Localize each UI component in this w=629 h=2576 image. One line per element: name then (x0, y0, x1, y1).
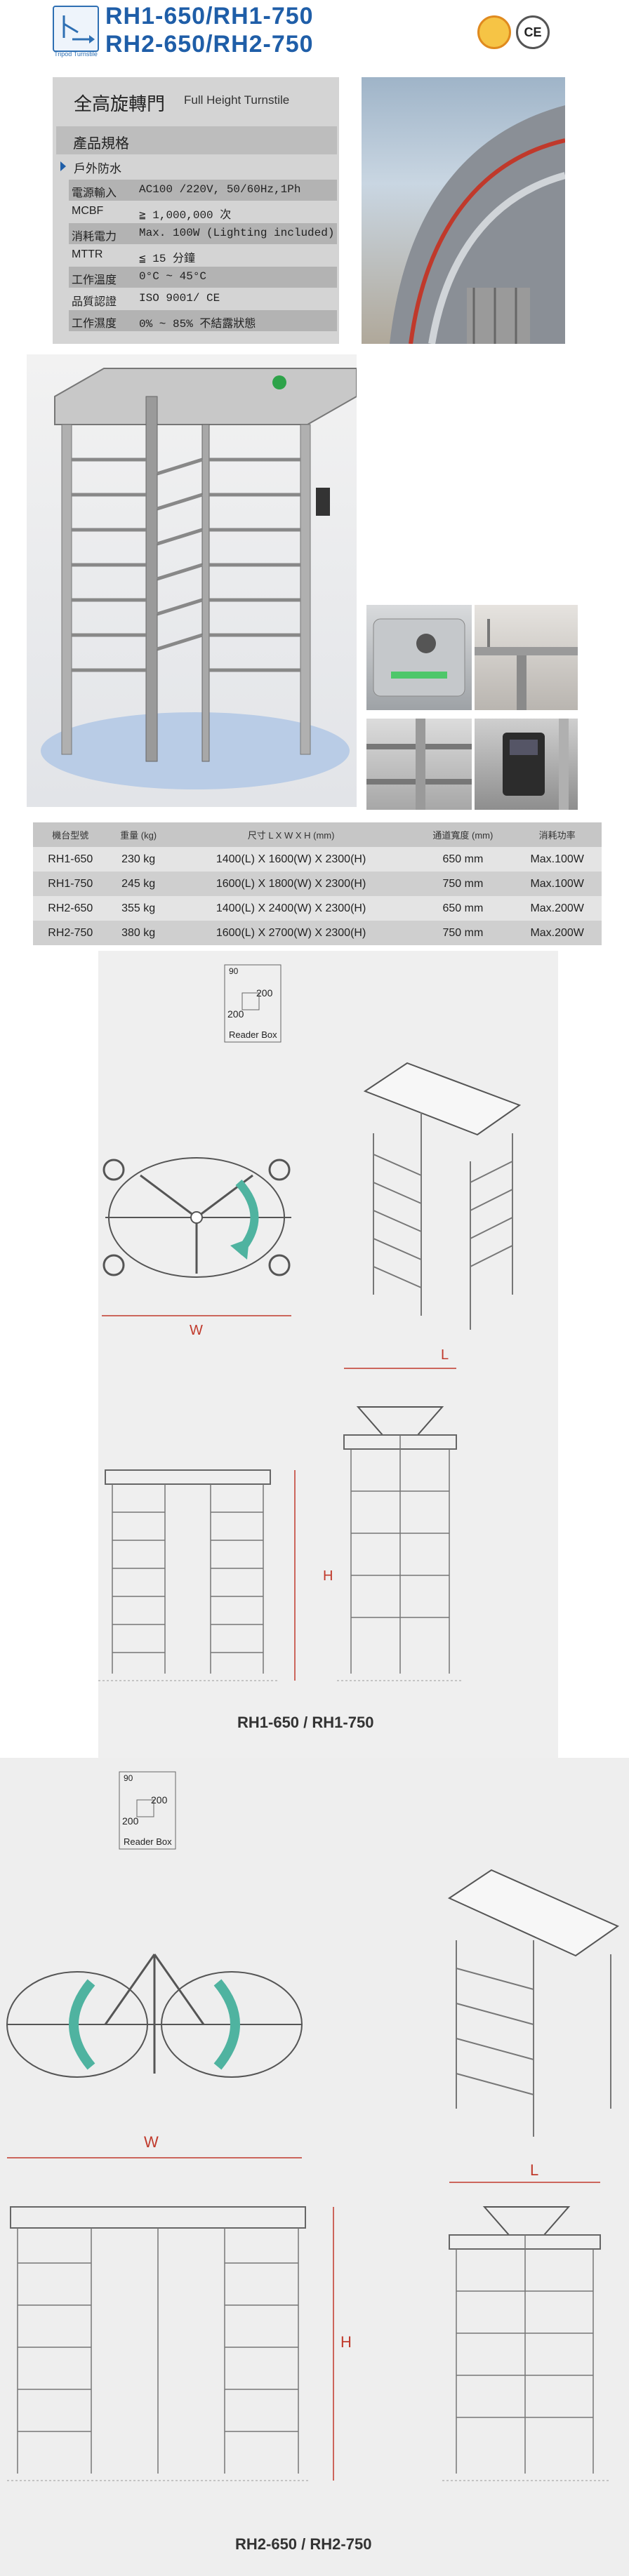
table-header: 通道寬度 (mm) (413, 822, 513, 847)
rh2-technical-drawing: 90 200 200 Reader Box W L H RH2-650 / RH… (0, 1758, 629, 2576)
product-title-zh: 全高旋轉門 (74, 93, 166, 114)
spec-panel (53, 77, 339, 344)
spec-key: MCBF (72, 205, 104, 217)
spec-heading-bar: 產品規格 (56, 126, 337, 154)
spec-row: 工作濕度 0% ~ 85% 不結露狀態 (69, 310, 337, 331)
logo-caption: Tripod Turnstile (54, 51, 98, 58)
spec-row: 品質認證 ISO 9001/ CE (69, 288, 337, 309)
table-cell: Max.100W (512, 847, 602, 872)
model-title-line-1: RH1-650/RH1-750 (105, 3, 314, 29)
table-header: 消耗功率 (512, 822, 602, 847)
detail-photo-bars (366, 719, 472, 810)
spec-row: 電源輸入 AC100 /220V, 50/60Hz,1Ph (69, 180, 337, 201)
spec-key: 品質認證 (72, 296, 117, 308)
detail-photo-rotor (475, 605, 578, 710)
spec-key: MTTR (72, 248, 103, 260)
spec-row: 消耗電力 Max. 100W (Lighting included) (69, 223, 337, 244)
length-label: L (441, 1347, 449, 1363)
spec-key: 工作溫度 (72, 274, 117, 286)
table-cell: 1600(L) X 2700(W) X 2300(H) (168, 921, 413, 945)
table-header: 機台型號 (33, 822, 108, 847)
detail-photo-indicator (366, 605, 472, 710)
table-cell: RH2-750 (33, 921, 108, 945)
table-cell: 380 kg (107, 921, 169, 945)
length-label: L (530, 2161, 539, 2179)
stadium-photo (362, 77, 567, 345)
table-cell: Max.200W (512, 921, 602, 945)
spec-value: ISO 9001/ CE (139, 292, 220, 305)
height-label: H (323, 1568, 333, 1584)
dim-200-width: 200 (151, 1794, 168, 1806)
table-cell: 750 mm (413, 872, 513, 896)
spec-key: 消耗電力 (72, 231, 117, 243)
table-cell: RH1-750 (33, 872, 108, 896)
table-cell: 750 mm (413, 921, 513, 945)
outdoor-waterproof-label: 戶外防水 (74, 162, 121, 175)
table-header: 重量 (kg) (107, 822, 169, 847)
table-cell: 230 kg (107, 847, 169, 872)
table-cell: 1400(L) X 2400(W) X 2300(H) (168, 896, 413, 921)
table-cell: 245 kg (107, 872, 169, 896)
table-cell: RH1-650 (33, 847, 108, 872)
spec-row: MCBF ≧ 1,000,000 次 (69, 201, 337, 222)
dim-90: 90 (229, 966, 239, 976)
spec-value: ≧ 1,000,000 次 (139, 209, 232, 222)
turnstile-product-photo (27, 354, 357, 807)
spec-row: 工作溫度 0°C ~ 45°C (69, 267, 337, 288)
model-spec-table: 機台型號 重量 (kg) 尺寸 L X W X H (mm) 通道寬度 (mm)… (33, 822, 602, 945)
spec-key: 電源輸入 (72, 187, 117, 199)
spec-row: MTTR ≦ 15 分鐘 (69, 245, 337, 266)
spec-heading: 產品規格 (73, 136, 129, 152)
dim-90: 90 (124, 1773, 133, 1783)
drawing-caption: RH2-650 / RH2-750 (235, 2535, 372, 2553)
rh1-technical-drawing: 90 200 200 Reader Box W L H RH1-650 / RH… (98, 951, 558, 1758)
detail-photo-card-reader (475, 719, 578, 810)
table-cell: 1600(L) X 1800(W) X 2300(H) (168, 872, 413, 896)
spec-value: 0°C ~ 45°C (139, 270, 207, 283)
reader-box-label: Reader Box (229, 1029, 277, 1040)
width-label: W (190, 1323, 203, 1338)
model-title-line-2: RH2-650/RH2-750 (105, 31, 314, 58)
chevron-right-icon (60, 161, 66, 171)
table-row: RH1-650 230 kg 1400(L) X 1600(W) X 2300(… (33, 847, 602, 872)
table-cell: 650 mm (413, 847, 513, 872)
table-cell: RH2-650 (33, 896, 108, 921)
tripod-turnstile-logo (53, 6, 99, 52)
drawing-caption: RH1-650 / RH1-750 (237, 1714, 374, 1731)
table-cell: 355 kg (107, 896, 169, 921)
height-label: H (340, 2333, 352, 2351)
dim-200-height: 200 (227, 1008, 244, 1020)
dim-200-height: 200 (122, 1815, 139, 1827)
spec-value: ≦ 15 分鐘 (139, 253, 196, 265)
table-row: RH2-750 380 kg 1600(L) X 2700(W) X 2300(… (33, 921, 602, 945)
table-header-row: 機台型號 重量 (kg) 尺寸 L X W X H (mm) 通道寬度 (mm)… (33, 822, 602, 847)
table-cell: Max.100W (512, 872, 602, 896)
table-cell: Max.200W (512, 896, 602, 921)
spec-key: 工作濕度 (72, 318, 117, 330)
ce-mark-icon: CE (516, 15, 550, 49)
table-cell: 650 mm (413, 896, 513, 921)
quality-seal-icon (477, 15, 511, 49)
spec-value: Max. 100W (Lighting included) (139, 227, 335, 239)
table-cell: 1400(L) X 1600(W) X 2300(H) (168, 847, 413, 872)
table-row: RH2-650 355 kg 1400(L) X 2400(W) X 2300(… (33, 896, 602, 921)
product-title-en: Full Height Turnstile (184, 93, 290, 107)
spec-value: AC100 /220V, 50/60Hz,1Ph (139, 183, 301, 196)
spec-value: 0% ~ 85% 不結露狀態 (139, 318, 256, 331)
table-header: 尺寸 L X W X H (mm) (168, 822, 413, 847)
table-row: RH1-750 245 kg 1600(L) X 1800(W) X 2300(… (33, 872, 602, 896)
dim-200-width: 200 (256, 987, 273, 999)
width-label: W (144, 2133, 159, 2151)
reader-box-label: Reader Box (124, 1836, 172, 1847)
